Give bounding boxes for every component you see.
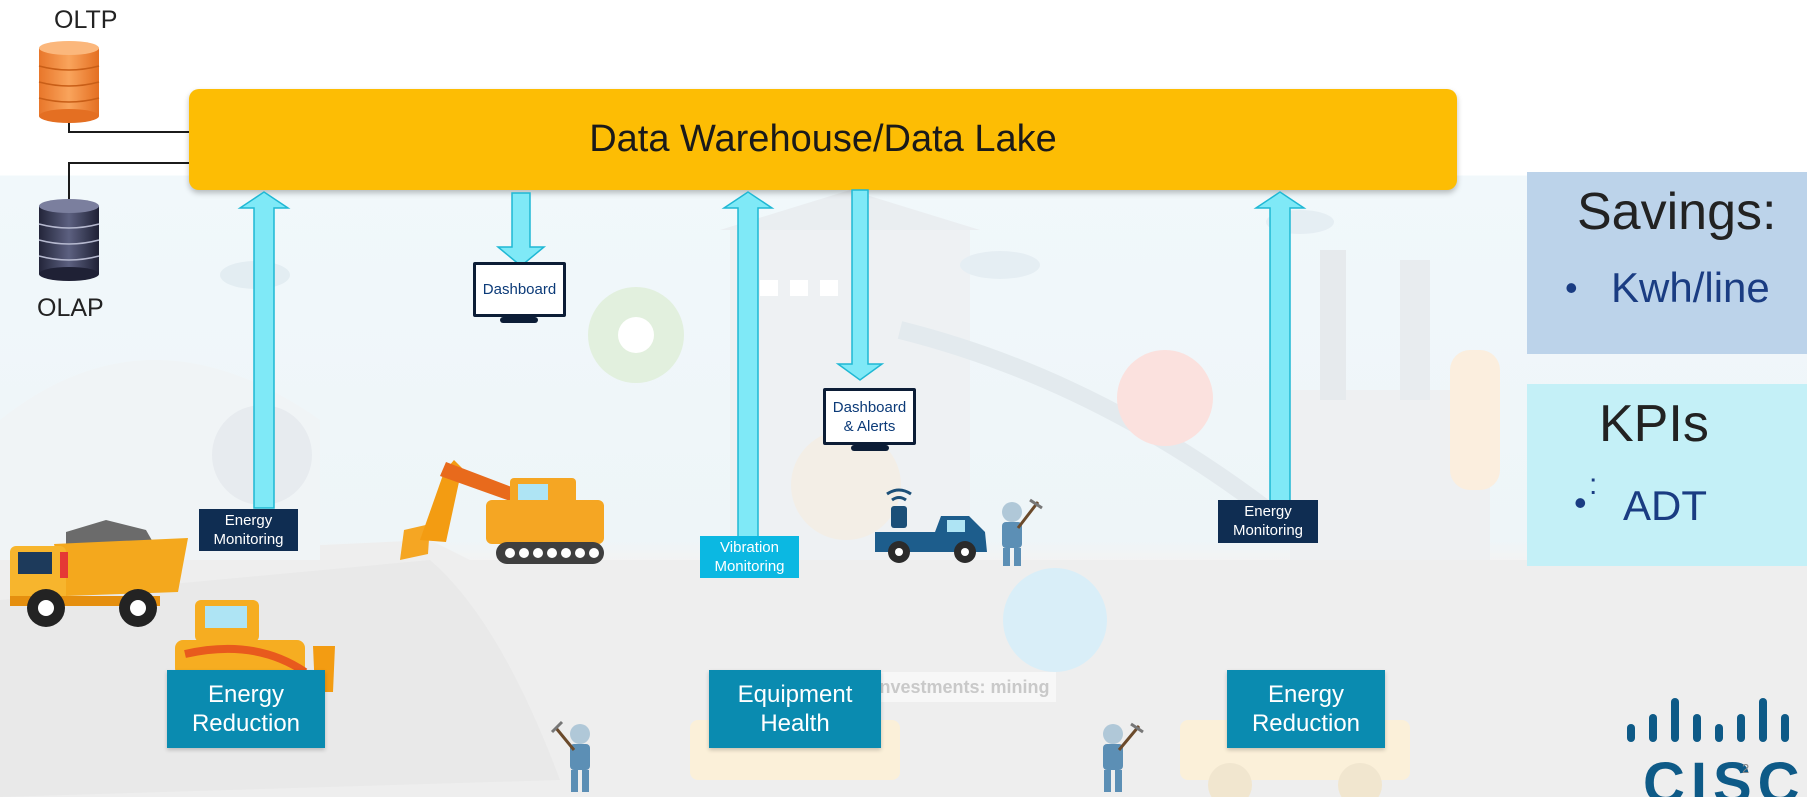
dashboard-alerts-monitor-stand	[851, 445, 889, 451]
equipment-health-line1: Equipment	[737, 681, 853, 708]
data-warehouse-label: Data Warehouse/Data Lake	[589, 118, 1057, 160]
database-connectors	[68, 120, 189, 205]
arrow-down-dashboard	[495, 192, 547, 267]
cisco-logo-wordmark: CISCO	[1643, 751, 1807, 797]
energy-reduction-right-line2: Reduction	[1251, 710, 1361, 737]
cisco-logo-bars-icon	[1627, 698, 1789, 742]
oltp-database-icon	[38, 41, 100, 123]
dashboard-monitor: Dashboard	[473, 262, 566, 317]
arrow-up-energy-right	[1253, 191, 1307, 507]
equipment-health-box: Equipment Health	[709, 670, 881, 748]
kpis-bullet-text: ADT	[1623, 482, 1707, 529]
kpis-title: KPIs	[1599, 395, 1709, 453]
savings-bullet-dot: •	[1565, 267, 1578, 308]
dump-truck-illustration	[10, 520, 188, 627]
energy-monitoring-right-line1: Energy	[1244, 503, 1292, 520]
energy-monitoring-tag-left: Energy Monitoring	[199, 509, 298, 551]
vibration-monitoring-tag: Vibration Monitoring	[700, 536, 799, 578]
arrow-up-vibration	[721, 191, 775, 539]
dashboard-monitor-stand	[500, 317, 538, 323]
energy-monitoring-right-line2: Monitoring	[1232, 522, 1304, 539]
miner-figure-2	[550, 720, 590, 792]
energy-reduction-right-line1: Energy	[1267, 681, 1345, 708]
energy-reduction-box-left: Energy Reduction	[167, 670, 325, 748]
vibration-monitoring-line1: Vibration	[720, 539, 779, 556]
background-caption: Investments: mining	[868, 672, 1056, 702]
kpis-panel: KPIs • : ADT	[1527, 384, 1807, 566]
dashboard-alerts-monitor: Dashboard & Alerts	[823, 388, 916, 445]
energy-reduction-box-right: Energy Reduction	[1227, 670, 1385, 748]
dashboard-label: Dashboard	[482, 281, 557, 298]
kpis-bullet-dot: •	[1574, 482, 1587, 523]
kpis-bullet-colon: :	[1589, 468, 1598, 501]
dashboard-alerts-line1: Dashboard	[832, 398, 907, 416]
oltp-label: OLTP	[54, 6, 118, 34]
vibration-monitoring-line2: Monitoring	[714, 558, 785, 575]
energy-reduction-left-line1: Energy	[207, 681, 285, 708]
arrow-up-energy-left	[237, 191, 291, 509]
energy-monitoring-left-line2: Monitoring	[213, 531, 284, 548]
savings-panel: Savings: • Kwh/line	[1527, 172, 1807, 354]
energy-monitoring-left-line1: Energy	[224, 512, 273, 529]
equipment-health-line2: Health	[760, 710, 830, 737]
page-number: 2	[1742, 761, 1750, 776]
energy-monitoring-tag-right: Energy Monitoring	[1218, 500, 1318, 543]
savings-title: Savings:	[1577, 183, 1777, 241]
energy-reduction-left-line2: Reduction	[191, 710, 301, 737]
olap-database-icon	[38, 199, 100, 281]
miner-figure-1	[1002, 498, 1043, 566]
excavator-illustration	[400, 460, 604, 564]
savings-bullet-text: Kwh/line	[1611, 264, 1770, 311]
arrow-down-alerts	[835, 189, 885, 381]
olap-label: OLAP	[37, 294, 104, 322]
miner-figure-3	[1103, 722, 1144, 792]
dashboard-alerts-line2: & Alerts	[843, 417, 896, 435]
pickup-truck-illustration	[875, 488, 987, 563]
data-warehouse-bar: Data Warehouse/Data Lake	[189, 89, 1457, 190]
